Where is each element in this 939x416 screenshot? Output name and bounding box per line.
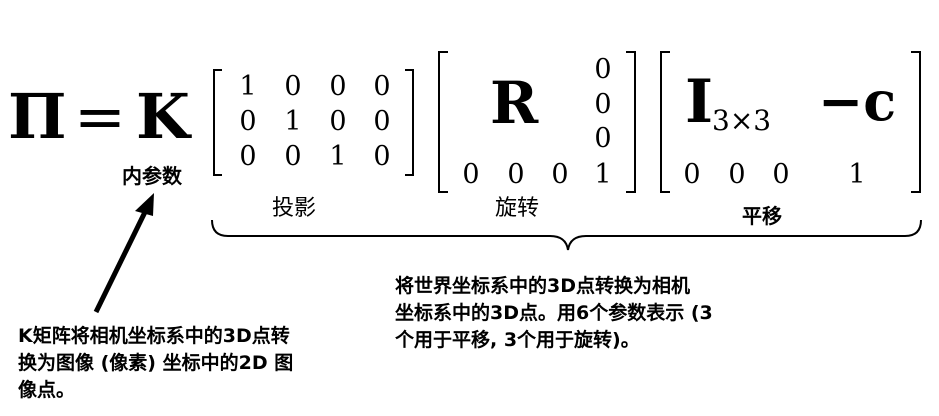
rot-row-0: 0 bbox=[462, 159, 480, 190]
rot-row-2: 0 bbox=[551, 159, 569, 190]
identity-subscript: 3×3 bbox=[712, 104, 772, 137]
rot-col-1: 0 bbox=[594, 89, 612, 120]
trans-row-0: 0 bbox=[683, 159, 701, 190]
translation-bracket-right bbox=[911, 51, 921, 193]
proj-cell-0-0: 1 bbox=[239, 71, 257, 102]
projection-label: 投影 bbox=[272, 196, 317, 221]
intrinsics-label: 内参数 bbox=[122, 164, 182, 188]
proj-cell-0-1: 0 bbox=[284, 71, 302, 102]
equals-sign: = bbox=[74, 80, 126, 153]
k-matrix-symbol: K bbox=[136, 80, 190, 153]
proj-cell-2-1: 0 bbox=[284, 141, 302, 172]
proj-cell-1-1: 1 bbox=[284, 106, 302, 137]
neg-c-symbol: −c bbox=[818, 69, 897, 133]
trans-row-1: 0 bbox=[728, 159, 746, 190]
k-arrow-head bbox=[135, 193, 154, 216]
projection-bracket-left bbox=[213, 69, 222, 176]
rotation-label: 旋转 bbox=[495, 196, 540, 221]
proj-cell-0-2: 0 bbox=[329, 71, 347, 102]
k-matrix-note: K矩阵将相机坐标系中的3D点转 换为图像 (像素) 坐标中的2D 图 像点。 bbox=[18, 325, 294, 401]
rotation-bracket-left bbox=[438, 51, 448, 193]
pi-symbol: Π bbox=[8, 80, 67, 153]
proj-cell-1-2: 0 bbox=[329, 106, 347, 137]
rot-col-0: 0 bbox=[594, 54, 612, 85]
trans-row-3: 1 bbox=[848, 159, 866, 190]
proj-cell-0-3: 0 bbox=[373, 71, 391, 102]
rot-row-1: 0 bbox=[507, 159, 525, 190]
identity-symbol: I bbox=[685, 67, 714, 137]
rotation-bracket-right bbox=[626, 51, 636, 193]
translation-bracket-left bbox=[660, 51, 670, 193]
extrinsics-brace bbox=[211, 219, 922, 251]
translation-label: 平移 bbox=[742, 204, 782, 228]
rot-row-3: 1 bbox=[594, 159, 612, 190]
rotation-symbol: R bbox=[490, 69, 539, 137]
proj-cell-2-0: 0 bbox=[239, 141, 257, 172]
projection-bracket-right bbox=[405, 69, 414, 176]
trans-row-2: 0 bbox=[772, 159, 790, 190]
proj-cell-1-3: 0 bbox=[373, 106, 391, 137]
proj-cell-2-2: 1 bbox=[329, 141, 347, 172]
extrinsics-note: 将世界坐标系中的3D点转换为相机 坐标系中的3D点。用6个参数表示 (3 个用于… bbox=[395, 275, 713, 351]
k-arrow-line bbox=[93, 208, 149, 314]
rot-col-2: 0 bbox=[594, 123, 612, 154]
proj-cell-2-3: 0 bbox=[373, 141, 391, 172]
proj-cell-1-0: 0 bbox=[239, 106, 257, 137]
